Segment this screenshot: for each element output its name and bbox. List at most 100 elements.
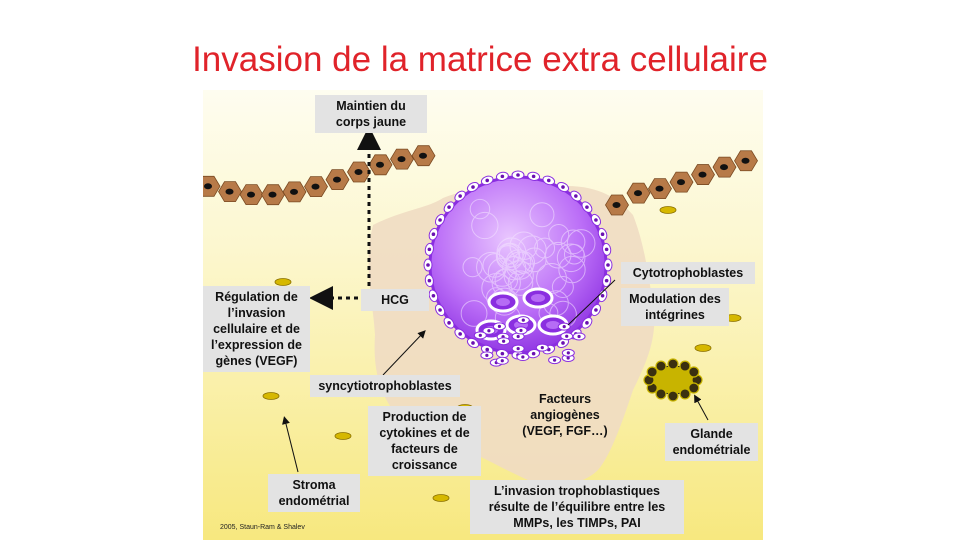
cell-nucleus — [485, 354, 488, 357]
label-maintien-corps-jaune: Maintien du corps jaune — [315, 95, 427, 133]
cell-nucleus — [426, 263, 430, 267]
label-line: intégrines — [626, 307, 724, 323]
cell-nucleus — [553, 358, 556, 361]
label-line: Facteurs — [514, 391, 616, 407]
stromal-cell — [275, 279, 291, 286]
cell-nucleus — [333, 177, 341, 183]
cell-nucleus — [247, 192, 255, 198]
cell-nucleus — [594, 308, 598, 312]
label-invasion-equilibre: L’invasion trophoblastiques résulte de l… — [470, 480, 684, 534]
cell-nucleus — [479, 334, 482, 337]
gland-cell — [668, 391, 678, 401]
label-line: gènes (VEGF) — [208, 353, 305, 369]
cell-nucleus — [485, 348, 489, 352]
cell-nucleus — [204, 183, 212, 189]
label-line: Modulation des — [626, 291, 724, 307]
gland-cell — [689, 383, 699, 393]
cell-nucleus — [432, 232, 436, 236]
label-hcg: HCG — [361, 289, 429, 311]
stromal-cell — [433, 495, 449, 502]
cell-nucleus — [471, 185, 475, 189]
cell-nucleus — [561, 185, 565, 189]
label-line: facteurs de — [373, 441, 476, 457]
stromal-cell — [660, 207, 676, 214]
slide-title: Invasion de la matrice extra cellulaire — [0, 40, 960, 80]
cell-nucleus — [376, 162, 384, 168]
cell-nucleus — [502, 340, 505, 343]
cell-nucleus — [501, 352, 505, 356]
cell-nucleus — [577, 335, 580, 338]
cell-nucleus — [605, 279, 609, 283]
cell-nucleus — [519, 329, 522, 332]
cell-nucleus — [606, 263, 610, 267]
label-syncytiotrophoblastes: syncytiotrophoblastes — [310, 375, 460, 397]
cytotrophoblast-core — [496, 298, 510, 306]
cell-nucleus — [516, 173, 520, 177]
cell-nucleus — [561, 341, 565, 345]
cell-nucleus — [605, 248, 609, 252]
label-line: endométriale — [670, 442, 753, 458]
label-line: Glande — [670, 426, 753, 442]
label-line: Production de — [373, 409, 476, 425]
stromal-cell — [335, 433, 351, 440]
cell-nucleus — [585, 321, 589, 325]
cell-nucleus — [428, 248, 432, 252]
cell-nucleus — [498, 325, 501, 328]
cell-nucleus — [487, 329, 490, 332]
cell-nucleus — [677, 179, 685, 185]
cell-nucleus — [742, 158, 750, 164]
cell-nucleus — [501, 175, 505, 179]
cell-nucleus — [541, 346, 544, 349]
cell-nucleus — [720, 164, 728, 170]
gland-cell — [656, 361, 666, 371]
label-line: HCG — [366, 292, 424, 308]
stromal-cell — [695, 345, 711, 352]
figure-credit: 2005, Staun-Ram & Shalev — [220, 524, 305, 531]
label-cytotrophoblastes: Cytotrophoblastes — [621, 262, 755, 284]
label-glande-endometriale: Glande endométriale — [665, 423, 758, 461]
cell-nucleus — [419, 153, 427, 159]
cell-nucleus — [432, 294, 436, 298]
label-regulation: Régulation de l’invasion cellulaire et d… — [203, 286, 310, 372]
label-line: endométrial — [273, 493, 355, 509]
cell-nucleus — [438, 308, 442, 312]
cell-nucleus — [290, 189, 298, 195]
gland-cell — [647, 367, 657, 377]
gland-cell — [656, 389, 666, 399]
label-line: Maintien du — [320, 98, 422, 114]
label-line: cellulaire et de — [208, 321, 305, 337]
cell-nucleus — [601, 232, 605, 236]
label-facteurs-angiogenes: Facteurs angiogènes (VEGF, FGF…) — [509, 388, 621, 442]
cytotrophoblast-core — [531, 294, 545, 302]
cell-nucleus — [438, 218, 442, 222]
label-line: croissance — [373, 457, 476, 473]
cell-nucleus — [458, 332, 462, 336]
label-stroma-endometrial: Stroma endométrial — [268, 474, 360, 512]
cell-nucleus — [447, 321, 451, 325]
cell-nucleus — [522, 319, 525, 322]
label-line: Cytotrophoblastes — [626, 265, 750, 281]
label-modulation-integrines: Modulation des intégrines — [621, 288, 729, 326]
label-line: l’invasion — [208, 305, 305, 321]
label-line: syncytiotrophoblastes — [315, 378, 455, 394]
cell-nucleus — [594, 218, 598, 222]
label-line: (VEGF, FGF…) — [514, 423, 616, 439]
cell-nucleus — [563, 325, 566, 328]
cytotrophoblast-core — [546, 321, 560, 329]
cell-nucleus — [585, 205, 589, 209]
cell-nucleus — [501, 359, 504, 362]
stromal-cell — [263, 393, 279, 400]
cell-nucleus — [634, 190, 642, 196]
cell-nucleus — [428, 279, 432, 283]
label-line: l’expression de — [208, 337, 305, 353]
cell-nucleus — [601, 294, 605, 298]
label-line: Régulation de — [208, 289, 305, 305]
cell-nucleus — [269, 192, 277, 198]
label-line: corps jaune — [320, 114, 422, 130]
cell-nucleus — [565, 335, 568, 338]
cell-nucleus — [699, 172, 707, 178]
cell-nucleus — [567, 351, 570, 354]
cell-nucleus — [398, 156, 406, 162]
label-line: MMPs, les TIMPs, PAI — [475, 515, 679, 531]
cell-nucleus — [574, 194, 578, 198]
